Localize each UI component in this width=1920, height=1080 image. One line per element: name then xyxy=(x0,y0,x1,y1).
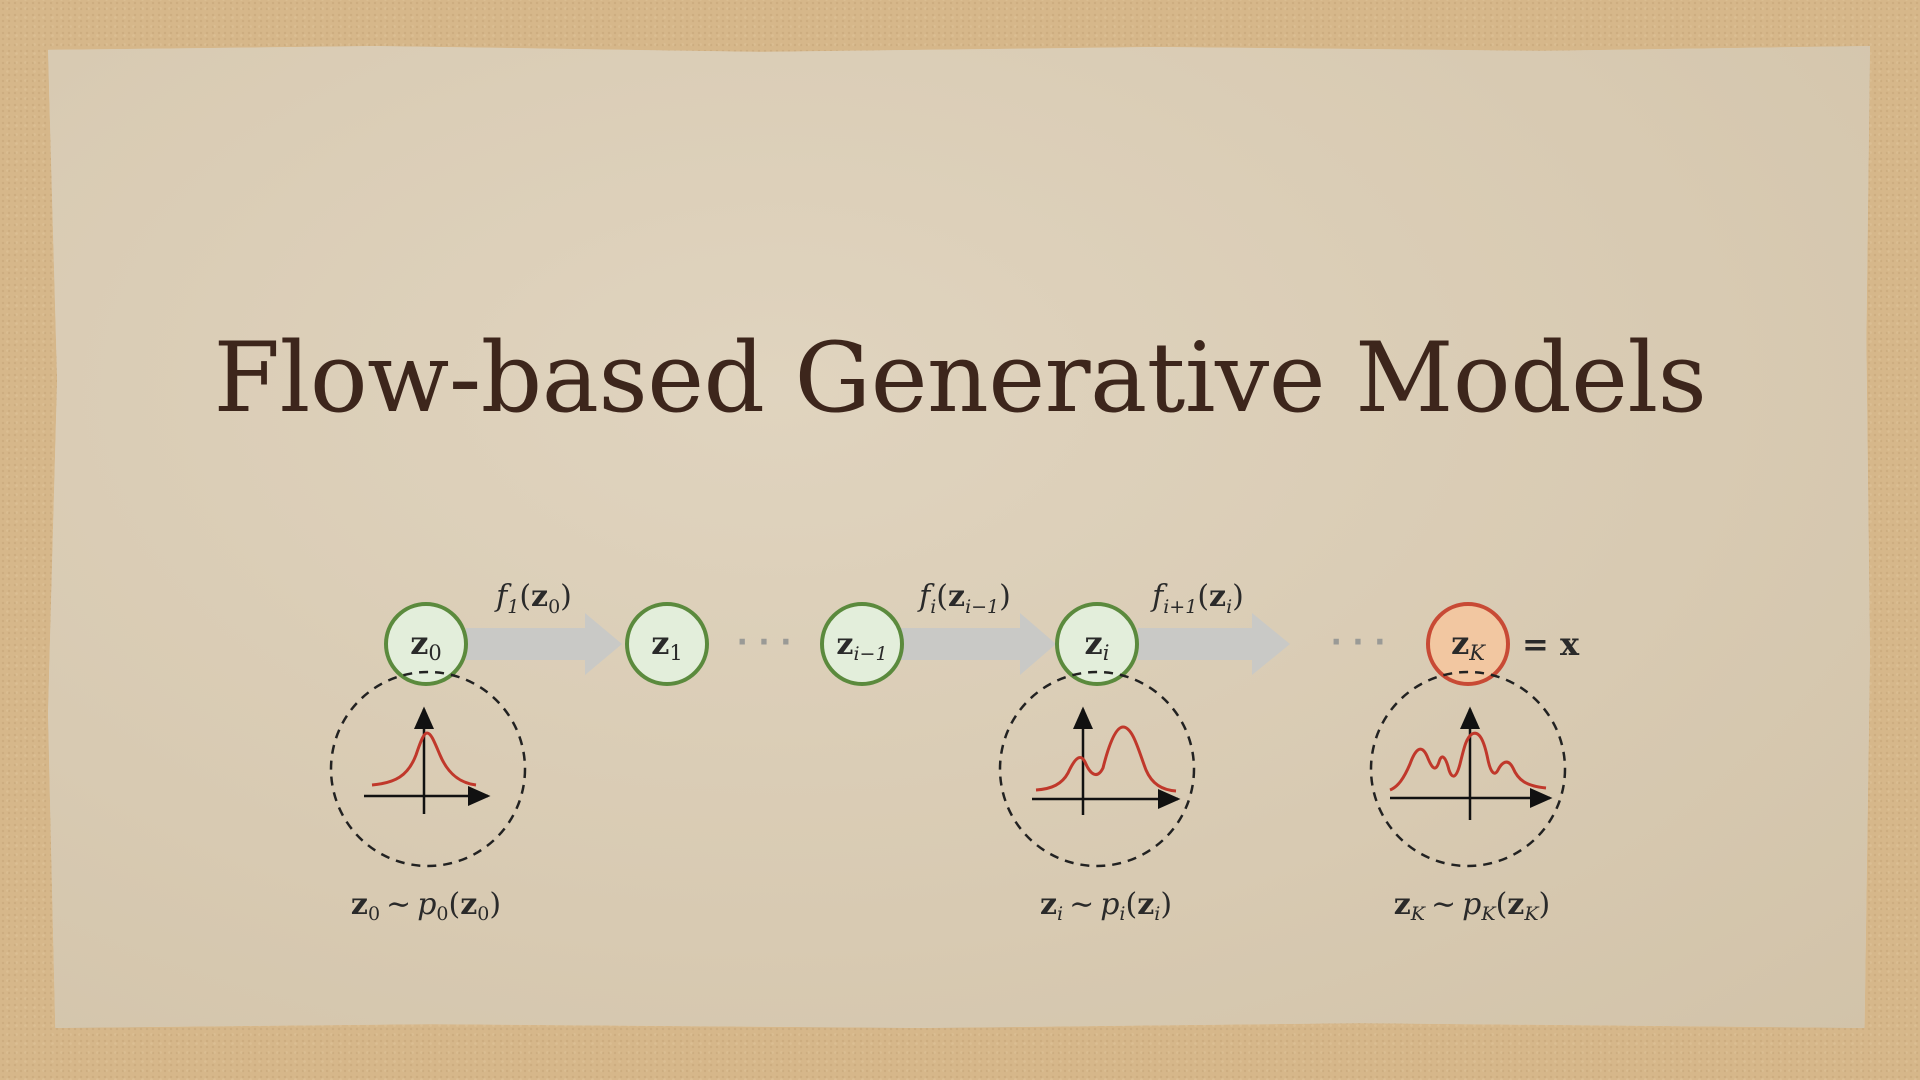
paper-background xyxy=(48,46,1870,1028)
density-curve-bimodal xyxy=(1035,725,1177,793)
dist-label-i-var2: z xyxy=(1137,887,1154,922)
flow-arrow-i-plus-1 xyxy=(1138,613,1290,675)
svg-text:zK: zK xyxy=(1451,624,1486,665)
dist-label-0: z0∼p0(z0) xyxy=(351,887,501,925)
node-z1: z1 xyxy=(625,602,709,686)
node-z1-sub: 1 xyxy=(669,641,682,665)
density-curve-gaussian xyxy=(371,731,477,787)
node-z0-sub: 0 xyxy=(428,641,441,665)
node-z0-base: z xyxy=(410,624,428,662)
ellipsis-2: · · · xyxy=(1330,625,1385,660)
dist-label-i-rel: ∼ xyxy=(1069,887,1094,922)
dist-label-0-close: ) xyxy=(489,887,501,922)
node-zim1-base: z xyxy=(836,627,853,662)
svg-text:zi: zi xyxy=(1085,624,1110,665)
dist-label-k-var: z xyxy=(1394,887,1411,922)
distribution-plot-i xyxy=(998,670,1196,868)
flow-label-i-open: ( xyxy=(936,579,948,614)
dist-label-i-var: z xyxy=(1040,887,1057,922)
flow-label-ip1-fsub: i+1 xyxy=(1163,596,1197,618)
dist-label-k-psub: K xyxy=(1480,903,1497,925)
node-zk-suffix: = x xyxy=(1522,625,1580,663)
flow-label-ip1-arg: z xyxy=(1209,579,1226,614)
dist-label-i-vsub2: i xyxy=(1154,903,1160,925)
dist-label-0-psub: 0 xyxy=(436,903,448,925)
svg-text:zi−1: zi−1 xyxy=(836,627,887,665)
flow-label-1: f1(z0) xyxy=(494,579,572,618)
dist-label-i-vsub: i xyxy=(1057,903,1063,925)
ellipsis-1: · · · xyxy=(736,625,791,660)
flow-arrow-i xyxy=(900,613,1056,675)
dist-label-0-open: ( xyxy=(449,887,461,922)
flow-label-1-arg: z xyxy=(531,579,548,614)
density-curve-multimodal xyxy=(1389,731,1547,792)
dist-label-i-open: ( xyxy=(1126,887,1138,922)
dist-label-i-p: p xyxy=(1100,887,1119,922)
dist-label-0-vsub2: 0 xyxy=(477,903,489,925)
svg-text:z0: z0 xyxy=(410,624,442,665)
flow-label-ip1-close: ) xyxy=(1232,579,1244,614)
dist-label-i: zi∼pi(zi) xyxy=(1040,887,1172,925)
dist-label-k-var2: z xyxy=(1507,887,1524,922)
node-zk: zK xyxy=(1426,602,1510,686)
flow-label-1-argsub: 0 xyxy=(548,596,560,618)
dist-label-0-var2: z xyxy=(460,887,477,922)
flow-label-i-plus-1: fi+1(zi) xyxy=(1150,579,1244,618)
flow-label-1-open: ( xyxy=(519,579,531,614)
dist-label-0-rel: ∼ xyxy=(386,887,411,922)
flow-label-i-arg: z xyxy=(948,579,965,614)
distribution-plot-0 xyxy=(329,670,527,868)
dist-label-k: zK∼pK(zK) xyxy=(1394,887,1551,925)
node-z1-base: z xyxy=(651,624,669,662)
dist-label-0-var: z xyxy=(351,887,368,922)
flow-label-i: fi(zi−1) xyxy=(917,579,1011,618)
node-zi-sub: i xyxy=(1103,641,1110,665)
dist-label-k-vsub2: K xyxy=(1523,903,1540,925)
flow-arrow-1 xyxy=(466,613,622,675)
node-zi-base: z xyxy=(1085,624,1103,662)
slide-title: Flow-based Generative Models xyxy=(213,322,1707,434)
flow-label-ip1-argsub: i xyxy=(1226,596,1232,618)
flow-label-i-close: ) xyxy=(999,579,1011,614)
dist-label-k-p: p xyxy=(1462,887,1481,922)
node-zk-sub: K xyxy=(1468,641,1486,665)
dist-label-k-vsub: K xyxy=(1410,903,1427,925)
flow-label-1-fsub: 1 xyxy=(507,596,519,618)
dist-label-k-open: ( xyxy=(1496,887,1508,922)
dist-label-i-psub: i xyxy=(1119,903,1125,925)
svg-text:z1: z1 xyxy=(651,624,683,665)
node-zi: zi xyxy=(1055,602,1139,686)
flow-label-ip1-open: ( xyxy=(1197,579,1209,614)
dist-label-k-close: ) xyxy=(1539,887,1551,922)
flow-label-i-argsub: i−1 xyxy=(965,596,999,618)
dist-label-0-p: p xyxy=(417,887,436,922)
flow-label-1-close: ) xyxy=(560,579,572,614)
node-zim1-sub: i−1 xyxy=(853,643,887,665)
node-zk-base: z xyxy=(1451,624,1469,662)
dist-label-i-close: ) xyxy=(1160,887,1172,922)
dist-label-k-rel: ∼ xyxy=(1431,887,1456,922)
node-z0: z0 xyxy=(384,602,468,686)
distribution-plot-k xyxy=(1369,670,1567,868)
dist-label-0-vsub: 0 xyxy=(368,903,380,925)
flow-label-i-fsub: i xyxy=(930,596,936,618)
node-zi-minus-1: zi−1 xyxy=(820,602,904,686)
